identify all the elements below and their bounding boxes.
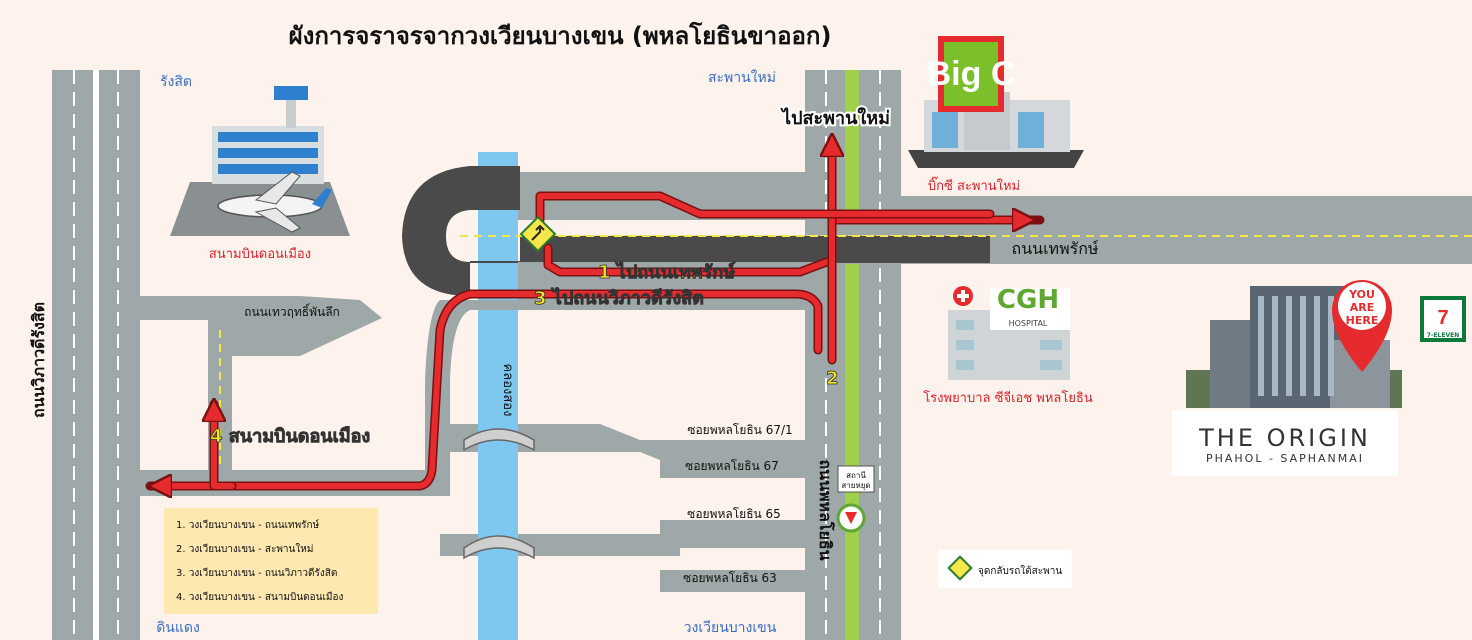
route-4-label: 4 สนามบินดอนเมือง bbox=[210, 426, 370, 447]
label-to-saphan-mai: ไปสะพานใหม่ bbox=[780, 107, 890, 129]
label-canal: คลองสอง bbox=[500, 364, 515, 417]
legend-item: 3. วงเวียนบางเขน - ถนนวิภาวดีรังสิต bbox=[176, 567, 337, 579]
project-logo-box: THE ORIGIN PHAHOL - SAPHANMAI bbox=[1172, 410, 1398, 476]
label-saphan-mai-top: สะพานใหม่ bbox=[708, 69, 776, 86]
you-are-here-text: ARE bbox=[1350, 301, 1375, 314]
bridge-icon bbox=[463, 428, 535, 560]
seven-eleven-logo-icon: 7 bbox=[1420, 296, 1466, 342]
you-are-here-text: HERE bbox=[1346, 314, 1379, 327]
page-title: ผังการจราจรจากวงเวียนบางเขน (พหลโยธินขาอ… bbox=[289, 21, 832, 50]
project-name: THE ORIGIN bbox=[1199, 424, 1371, 452]
label-rangsit: รังสิต bbox=[160, 74, 192, 90]
you-are-here-text: YOU bbox=[1348, 288, 1375, 301]
cgh-hospital-icon bbox=[948, 286, 1070, 380]
label-wongwian-bangkhen: วงเวียนบางเขน bbox=[684, 620, 777, 636]
label-airport: สนามบินดอนเมือง bbox=[209, 246, 311, 262]
thepharak-road bbox=[518, 172, 1472, 264]
svg-text:7: 7 bbox=[1437, 307, 1448, 329]
you-are-here-pin-icon bbox=[1332, 280, 1392, 372]
canal bbox=[478, 152, 518, 640]
label-vibhavadi-road: ถนนวิภาวดีรังสิต bbox=[29, 302, 48, 418]
station-label: สถานี bbox=[846, 471, 866, 480]
soi-label: ซอยพหลโยธิน 67 bbox=[685, 459, 779, 473]
legend-item: 4. วงเวียนบางเขน - สนามบินดอนเมือง bbox=[176, 591, 344, 603]
uturn-sign-icon bbox=[519, 215, 557, 253]
station-label: สายหยุด bbox=[841, 481, 870, 490]
label-hospital: โรงพยาบาล ซีจีเอช พหลโยธิน bbox=[923, 390, 1093, 406]
airport-icon bbox=[170, 86, 350, 236]
project-building-icon bbox=[1186, 286, 1402, 408]
bigc-logo: Big C bbox=[927, 55, 1016, 93]
route-lines bbox=[145, 140, 1045, 486]
label-thepharak-road: ถนนเทพรักษ์ bbox=[1012, 239, 1099, 258]
bigc-building-icon: Big C bbox=[908, 36, 1084, 168]
route-1-label: 1 ไปถนนเทพรักษ์ bbox=[598, 261, 736, 283]
bts-station-icon bbox=[836, 465, 875, 533]
cgh-logo-sub: HOSPITAL bbox=[1009, 319, 1048, 328]
soi-label: ซอยพหลโยธิน 63 bbox=[683, 571, 777, 585]
cgh-logo-text: CGH bbox=[997, 285, 1059, 315]
uturn-note-box bbox=[938, 550, 1072, 588]
soi-label: ซอยพหลโยธิน 67/1 bbox=[687, 423, 792, 437]
label-bigc: บิ๊กซี สะพานใหม่ bbox=[928, 176, 1020, 194]
route-2-label: 2 bbox=[826, 368, 839, 389]
project-subtitle: PHAHOL - SAPHANMAI bbox=[1205, 452, 1365, 465]
legend-item: 1. วงเวียนบางเขน - ถนนเทพรักษ์ bbox=[176, 519, 320, 531]
uturn-note: จุดกลับรถใต้สะพาน bbox=[978, 565, 1062, 577]
phahonyothin-road bbox=[805, 70, 901, 640]
route-3-label: 3 ไปถนนวิภาวดีรังสิต bbox=[534, 287, 704, 309]
legend-box bbox=[164, 508, 378, 614]
legend-item: 2. วงเวียนบางเขน - สะพานใหม่ bbox=[176, 543, 313, 555]
label-thewarit-road: ถนนเทวฤทธิ์พันลึก bbox=[244, 303, 340, 319]
soi-label: ซอยพหลโยธิน 65 bbox=[687, 507, 781, 521]
vibhavadi-road bbox=[52, 70, 140, 640]
seven-eleven-text: 7-ELEVEN bbox=[1427, 332, 1459, 339]
label-phahonyothin-road: ถนนพหลโยธิน bbox=[816, 459, 836, 560]
label-din-daeng: ดินแดง bbox=[156, 620, 200, 636]
